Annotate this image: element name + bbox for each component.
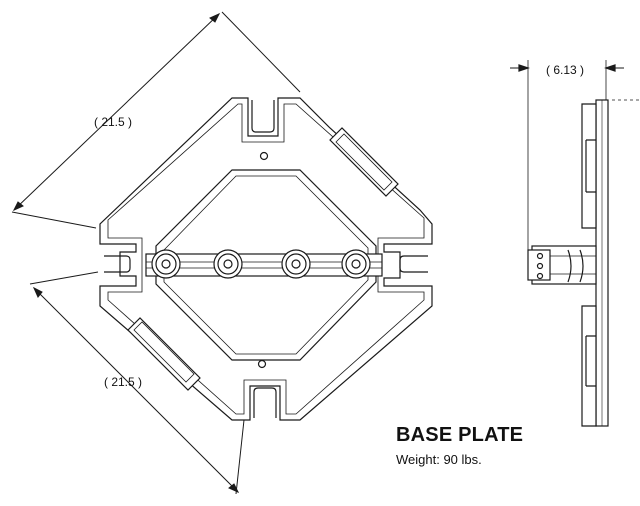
boss-1: [151, 249, 181, 279]
title-block: BASE PLATE Weight: 90 lbs.: [396, 424, 523, 467]
dimension-label-side-width: ( 6.13 ): [546, 63, 584, 77]
dimension-label-top-left: ( 21.5 ): [94, 115, 132, 129]
dimension-bottom-left: [29, 271, 245, 495]
dimension-label-bottom-left: ( 21.5 ): [104, 375, 142, 389]
boss-2: [213, 249, 243, 279]
handle-slot-bottom-left: [127, 317, 201, 391]
drawing-title: BASE PLATE: [396, 424, 524, 446]
weight-label: Weight: 90 lbs.: [396, 452, 482, 467]
base-plate-side-view: [510, 60, 640, 427]
boss-3: [281, 249, 311, 279]
base-plate-front-view: [99, 97, 433, 421]
dimension-top-left: [11, 11, 301, 229]
hole-bottom: [257, 359, 267, 369]
handle-slot-top-right: [329, 127, 399, 197]
boss-4: [341, 249, 371, 279]
hole-top: [259, 151, 269, 161]
